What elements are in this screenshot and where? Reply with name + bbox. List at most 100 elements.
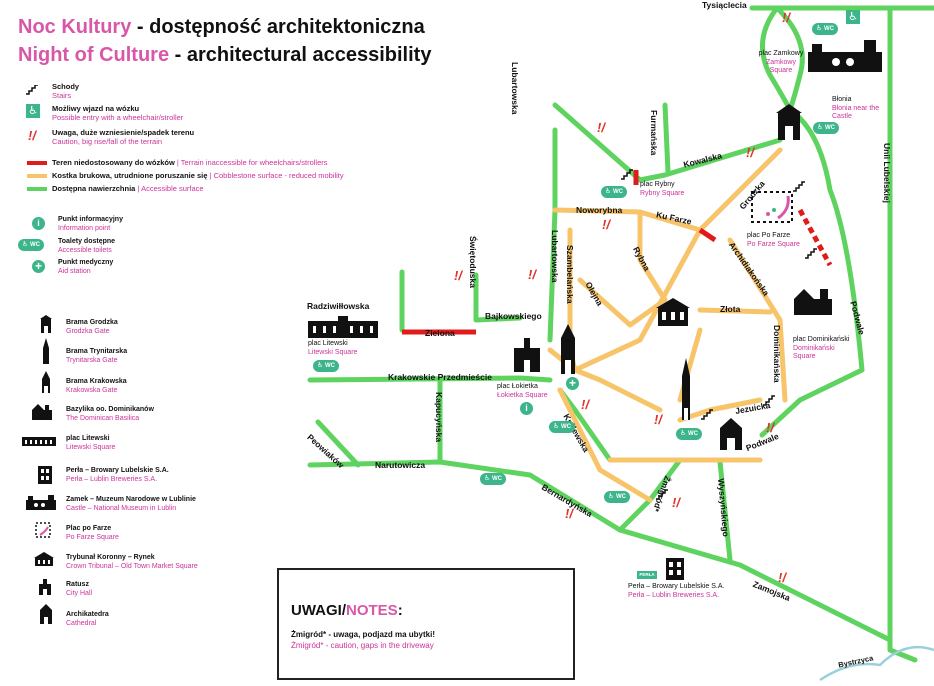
litewski-square-icon [22, 437, 56, 446]
stairs-marker-zmigrod [656, 489, 668, 500]
landmark-5-pl: Perła – Browary Lubelskie S.A. [66, 467, 169, 474]
street-noworybna: Noworybna [576, 205, 623, 215]
wc-marker-zamkowy: WC [812, 23, 838, 35]
crown-tribunal-map-icon [656, 298, 690, 326]
landmark-5-en: Perła – Lublin Breweries S.A. [66, 476, 158, 483]
legend-accessible-en: | Accessible surface [137, 184, 204, 193]
aid-station-icon: + [32, 260, 45, 273]
river-bystrzyca [819, 645, 934, 682]
stairs-marker-archidiakonska [805, 248, 817, 259]
grodzka-gate-icon [40, 315, 52, 333]
legend-caution-en: Caution, big rise/fall of the terrain [52, 137, 163, 146]
stairs-marker-podwale [763, 395, 775, 406]
landmark-0-pl: Brama Grodzka [66, 319, 118, 326]
wc-marker-rybny: WC [601, 186, 627, 198]
map-title-en: Night of Culture - architectural accessi… [18, 42, 431, 68]
legend-stairs-pl: Schody [52, 82, 80, 91]
perla-badge: PERŁA [637, 571, 657, 579]
notes-heading: UWAGI/NOTES: [291, 602, 403, 619]
landmark-8-en: Crown Tribunal – Old Town Market Square [66, 563, 198, 570]
landmark-6-en: Castle – National Museum in Lublin [66, 505, 177, 512]
inaccessible-roads [402, 170, 833, 335]
square-zamkowy-en: Zamkowy Square [766, 58, 796, 75]
caution-marker-9: !/ [766, 420, 774, 435]
legend-stairs: Schody Stairs [52, 82, 79, 100]
landmark-6-pl: Zamek – Muzeum Narodowe w Lublinie [66, 496, 196, 503]
info-marker-lokietka: i [520, 402, 533, 415]
street-lubartowska-top: Lubartowska [510, 62, 520, 115]
street-tysiaclecia: Tysiąclecia [702, 0, 747, 10]
stairs-marker-po-farze [793, 181, 805, 192]
square-dominikanski-en: Dominikański Square [793, 344, 835, 361]
notes-box: UWAGI/NOTES: Żmigród* - uwaga, podjazd m… [277, 568, 575, 680]
square-zamkowy-pl: plac Zamkowy [758, 50, 804, 57]
stairs-marker-rybny [621, 169, 633, 180]
landmark-2-en: Krakowska Gate [66, 387, 118, 394]
street-krakowskie: Krakowskie Przedmieście [388, 372, 492, 382]
city-hall-icon [39, 579, 51, 595]
square-litewski-pl: plac Litewski [308, 340, 348, 347]
caution-marker-10: !/ [672, 495, 680, 510]
caution-marker-5: !/ [454, 268, 462, 283]
title-en-rest: - architectural accessibility [169, 44, 432, 66]
square-lokietka-en: Łokietka Square [497, 391, 548, 399]
landmark-9-pl: Ratusz [66, 581, 89, 588]
accessible-swatch [27, 187, 47, 191]
caution-marker-6: !/ [528, 267, 536, 282]
title-pl-rest: - dostępność architektoniczna [131, 16, 425, 38]
wheelchair-marker-castle: ♿ [846, 10, 860, 24]
legend-info: Punkt informacyjny Information point [58, 215, 123, 233]
caution-marker-2: !/ [597, 120, 605, 135]
street-kapucynska: Kapucyńska [434, 392, 444, 443]
legend-toilets: Toalety dostępne Accessible toilets [58, 237, 115, 255]
street-bajkowskiego: Bajkowskiego [485, 311, 542, 321]
legend-toilets-pl: Toalety dostępne [58, 238, 116, 245]
castle-icon [26, 495, 56, 510]
landmark-10-en: Cathedral [66, 620, 97, 627]
city-hall-map-icon [514, 338, 540, 372]
landmark-7-en: Po Farze Square [66, 534, 119, 541]
square-po-farze-en: Po Farze Square [747, 240, 800, 248]
legend-caution-pl: Uwaga, duże wzniesienie/spadek terenu [52, 128, 195, 137]
aid-marker-lokietka: + [566, 377, 579, 390]
street-szambelanska: Szambelańska [565, 245, 575, 304]
caution-marker-7: !/ [581, 397, 589, 412]
legend-accessible-pl: Dostępna nawierzchnia [52, 184, 136, 193]
perla-brewery-icon [38, 466, 52, 484]
landmark-1-en: Trynitarska Gate [66, 357, 118, 364]
legend-inaccessible-en: | Terrain inaccessible for wheelchairs/s… [176, 158, 328, 167]
square-po-farze-pl: plac Po Farze [747, 232, 791, 239]
square-lokietka-pl: plac Łokietka [497, 383, 538, 390]
street-narutowicza: Narutowicza [375, 460, 426, 470]
street-lubartowska-mid: Lubartowska [550, 230, 560, 283]
cathedral-icon [40, 604, 52, 624]
legend-medical-en: Aid station [58, 268, 91, 275]
trynitarska-gate-icon [43, 338, 49, 364]
notes-en: Żmigród* - caution, gaps in the driveway [291, 641, 434, 650]
square-blonia-pl: Błonia [832, 96, 852, 103]
square-blonia-en: Błonia near the Castle [832, 104, 880, 121]
legend-medical: Punkt medyczny Aid station [58, 258, 113, 276]
crown-tribunal-icon [34, 552, 54, 566]
dominican-basilica-icon [32, 404, 52, 420]
legend-accessible: Dostępna nawierzchnia | Accessible surfa… [52, 184, 204, 193]
legend-stairs-en: Stairs [52, 91, 72, 100]
legend-caution: Uwaga, duże wzniesienie/spadek terenu Ca… [52, 128, 194, 146]
notes-pl: Żmigród* - uwaga, podjazd ma ubytki! [291, 630, 436, 639]
legend-inaccessible-pl: Teren niedostosowany do wózków [52, 158, 175, 167]
square-rybny-pl: plac Rybny [640, 181, 675, 188]
castle-map-icon [808, 40, 882, 72]
landmark-3-en: The Dominican Basilica [66, 415, 140, 422]
landmark-9-en: City Hall [66, 590, 93, 597]
title-en-pink: Night of Culture [18, 44, 170, 66]
